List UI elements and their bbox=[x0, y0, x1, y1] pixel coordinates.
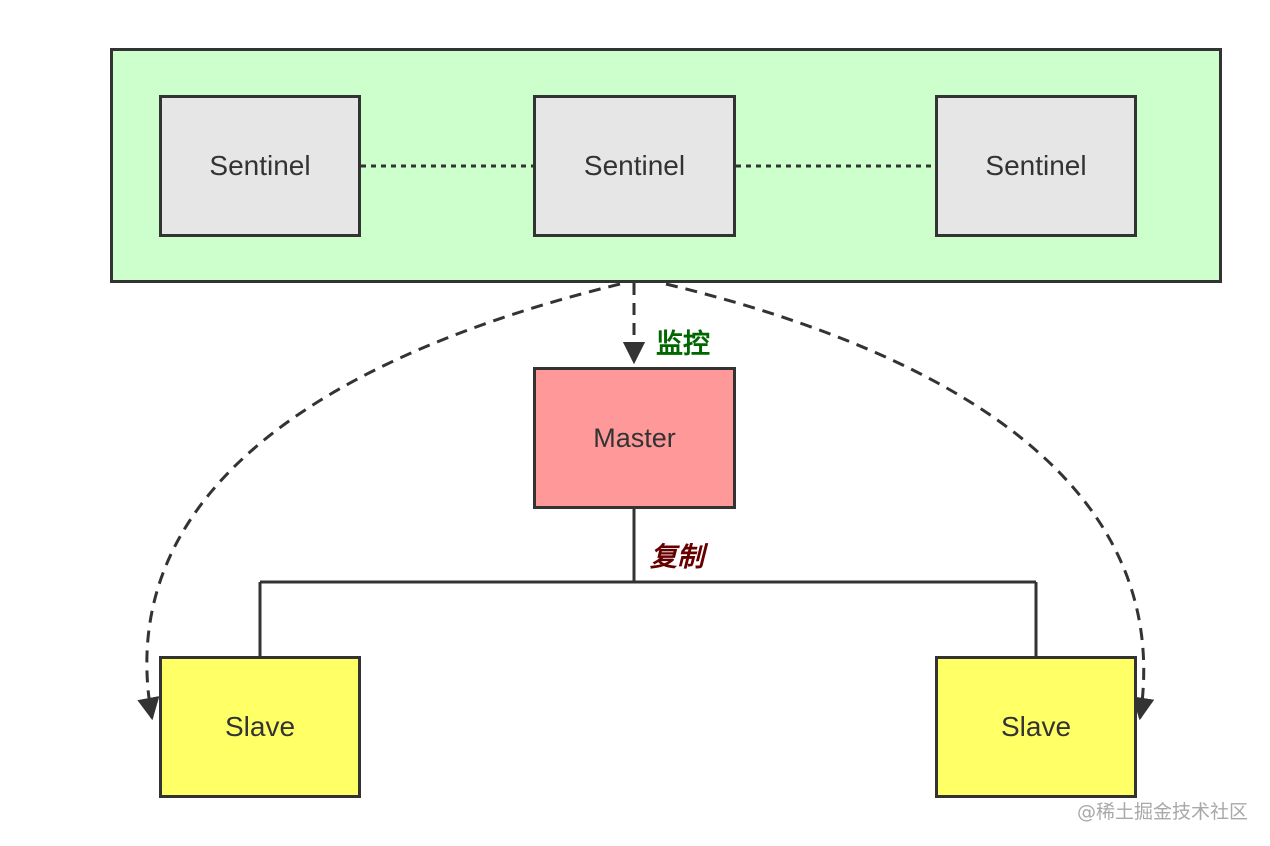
monitor-label: 监控 bbox=[656, 329, 710, 360]
sentinel-node-1: Sentinel bbox=[159, 95, 361, 237]
master-node-label: Master bbox=[593, 422, 676, 453]
monitor-arrow-slave-left bbox=[137, 282, 621, 721]
sentinel-node-2: Sentinel bbox=[533, 95, 736, 237]
watermark: @稀土掘金技术社区 bbox=[1076, 801, 1248, 823]
slave-node-right-label: Slave bbox=[1000, 711, 1072, 742]
sentinel-node-1-label: Sentinel bbox=[209, 150, 311, 181]
sentinel-node-2-label: Sentinel bbox=[583, 150, 686, 181]
slave-node-left: Slave bbox=[159, 656, 361, 798]
master-node: Master bbox=[533, 367, 736, 509]
monitor-arrow-slave-right bbox=[665, 282, 1155, 721]
sentinel-node-3: Sentinel bbox=[935, 95, 1137, 237]
replication-line bbox=[258, 508, 1038, 656]
slave-node-left-label: Slave bbox=[224, 711, 296, 742]
replicate-label: 复制 bbox=[650, 542, 704, 573]
slave-node-right: Slave bbox=[935, 656, 1137, 798]
sentinel-node-3-label: Sentinel bbox=[985, 150, 1087, 181]
